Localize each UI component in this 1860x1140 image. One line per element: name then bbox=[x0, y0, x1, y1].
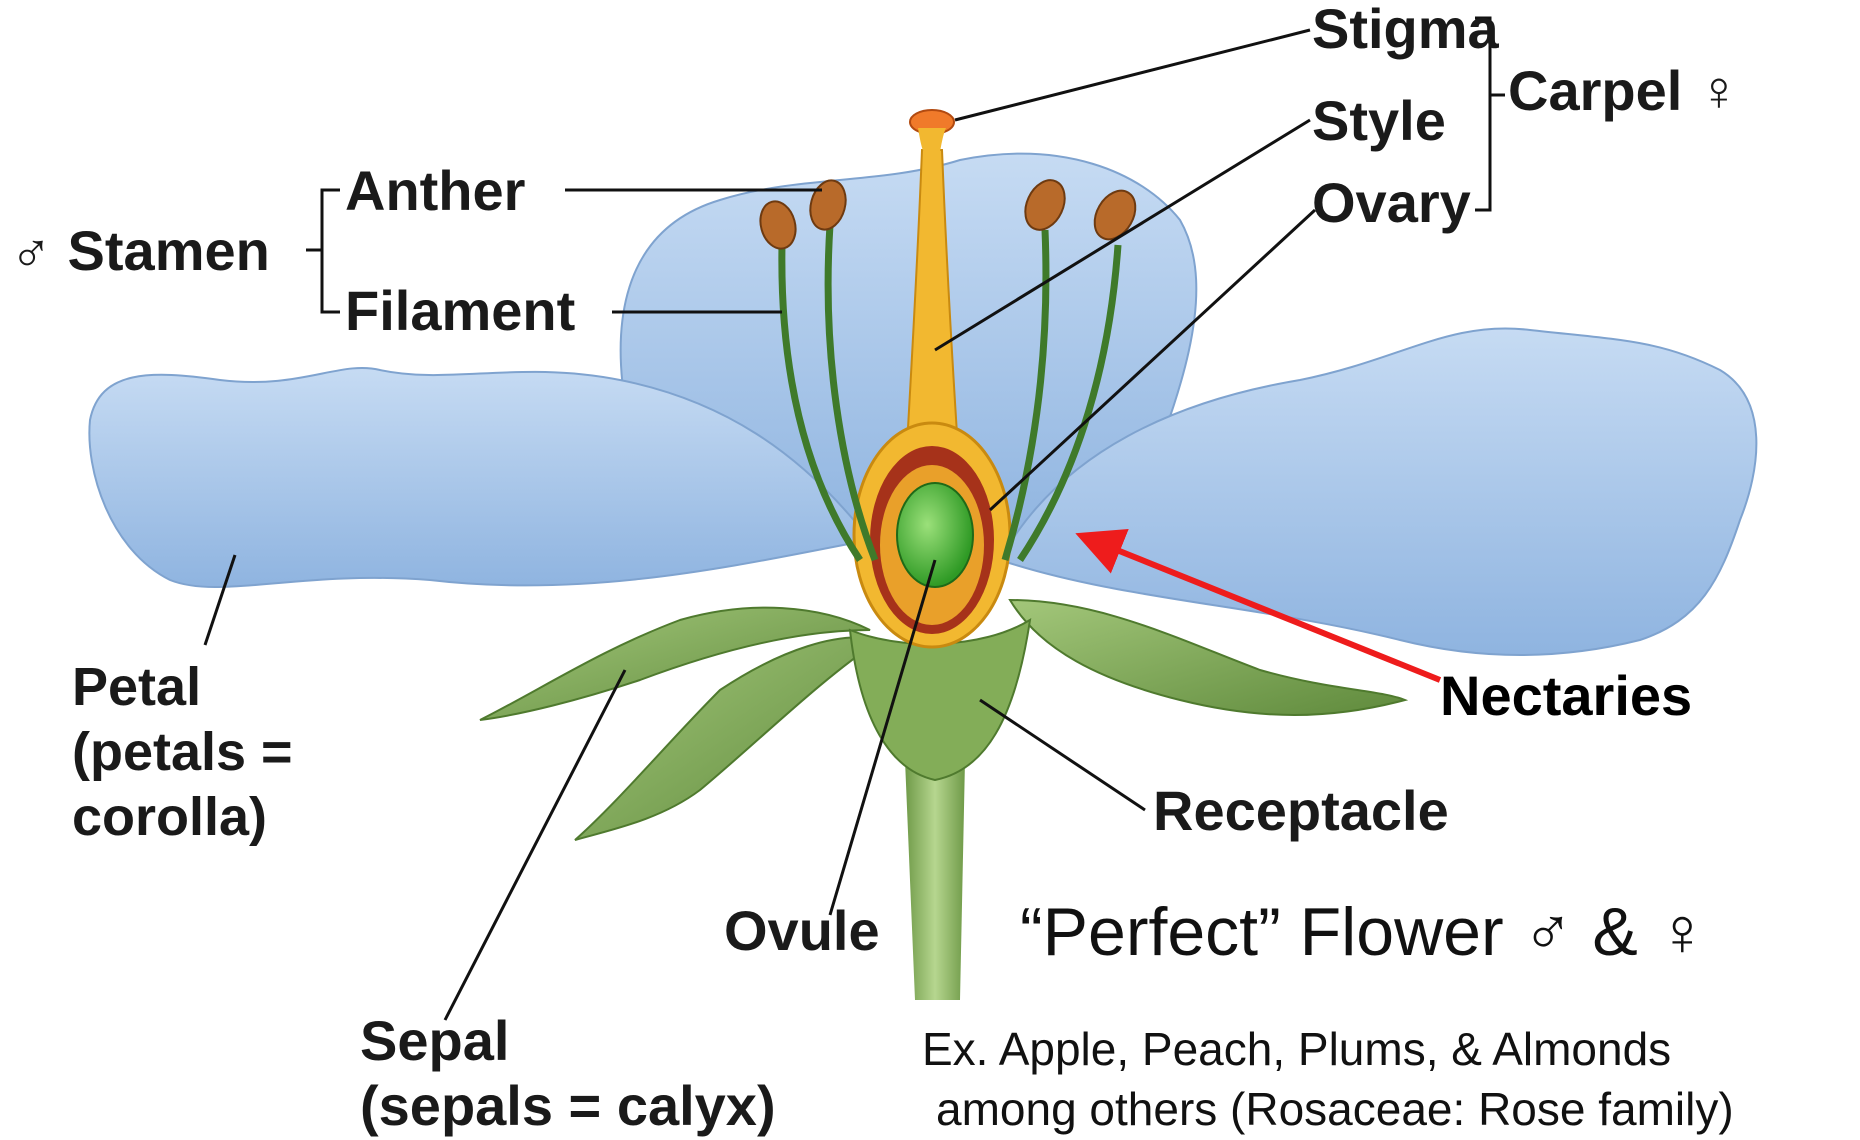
caption: “Perfect” Flower ♂ & ♀ Ex. Apple, Peach,… bbox=[922, 894, 1734, 1135]
label-receptacle: Receptacle bbox=[1153, 779, 1449, 842]
label-carpel: Carpel ♀ bbox=[1508, 59, 1740, 122]
stem bbox=[905, 760, 965, 1000]
label-sepal-line2: (sepals = calyx) bbox=[360, 1074, 776, 1137]
label-ovule: Ovule bbox=[724, 899, 880, 962]
label-nectaries: Nectaries bbox=[1440, 664, 1692, 727]
label-filament: Filament bbox=[345, 279, 575, 342]
caption-example-line1: Ex. Apple, Peach, Plums, & Almonds bbox=[922, 1023, 1671, 1075]
label-stamen: ♂ Stamen bbox=[10, 219, 270, 282]
label-stigma: Stigma bbox=[1312, 0, 1500, 60]
label-petal-line1: Petal bbox=[72, 657, 201, 717]
caption-example-line2: among others (Rosaceae: Rose family) bbox=[936, 1083, 1734, 1135]
leader-sepal bbox=[445, 670, 625, 1020]
label-style: Style bbox=[1312, 89, 1446, 152]
caption-title: “Perfect” Flower ♂ & ♀ bbox=[1020, 894, 1708, 970]
label-petal-line2: (petals = bbox=[72, 722, 293, 782]
label-anther: Anther bbox=[345, 159, 525, 222]
stigma-neck bbox=[918, 128, 946, 152]
label-ovary: Ovary bbox=[1312, 171, 1471, 234]
leader-receptacle bbox=[980, 700, 1145, 810]
stamen-bracket bbox=[322, 190, 340, 312]
ovule-shape bbox=[897, 483, 973, 587]
flower-illustration bbox=[89, 110, 1756, 1000]
leader-stigma bbox=[955, 30, 1310, 120]
label-sepal-line1: Sepal bbox=[360, 1009, 509, 1072]
label-petal-line3: corolla) bbox=[72, 787, 267, 847]
